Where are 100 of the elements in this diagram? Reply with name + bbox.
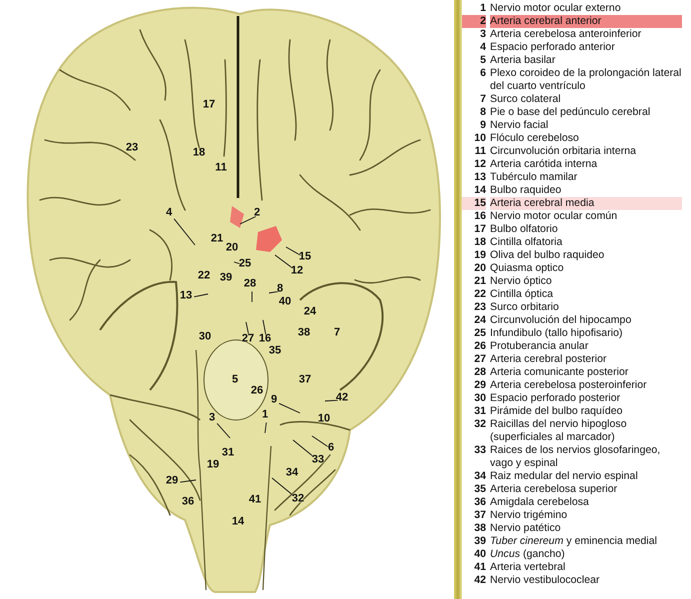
callout-number: 7 [334,328,340,338]
legend-text: Circunvolución del hipocampo [490,314,632,327]
legend-text: Arteria vertebral [490,561,566,574]
callout-number: 15 [298,252,312,262]
callout-number: 18 [192,148,206,158]
callout-number: 8 [276,284,284,294]
legend-number: 28 [473,366,486,379]
legend-number: 34 [473,470,486,483]
leader-line [240,216,256,224]
legend-number: 40 [473,548,486,561]
legend-text: Tubérculo mamilar [490,171,578,184]
legend-number: 12 [473,158,486,171]
legend-number: 27 [473,353,486,366]
legend-text: Amigdala cerebelosa [490,496,590,509]
legend-number: 11 [474,145,486,158]
callout-number: 30 [198,332,212,342]
legend-number: 13 [473,171,486,184]
legend-number: 1 [479,2,486,15]
legend-text: Quiasma optico [490,262,565,275]
legend-text: Flóculo cerebeloso [490,132,580,145]
legend-number: 42 [473,574,486,587]
legend-number: 39 [473,535,486,548]
legend-number: 35 [473,483,486,496]
callout-number: 1 [262,410,268,420]
legend-number: 29 [473,379,486,392]
legend-text: Circunvolución orbitaria interna [490,145,638,158]
callout-number: 25 [238,258,252,270]
legend-text: Protuberancia anular [490,340,590,353]
legend-text: Arteria comunicante posterior [490,366,630,379]
callout-number: 2 [254,208,260,218]
legend-text: Arteria cerebelosa posteroinferior [490,379,648,392]
legend-number: 2 [462,15,486,28]
callout-number: 6 [328,442,334,454]
legend-number: 33 [473,444,486,458]
legend-number: 17 [473,223,486,236]
callout-number: 42 [336,392,348,404]
callout-number: 23 [126,142,138,154]
callout-number: 34 [286,468,298,478]
callout-number: 36 [182,496,194,508]
legend-text: Nervio facial [490,119,550,132]
callout-number: 24 [304,306,316,318]
legend-number: 21 [473,275,486,288]
legend-text: Bulbo raquideo [490,184,562,197]
leader-line [264,422,267,434]
legend-text: Espacio perforado posterior [490,392,622,405]
callout-number: 9 [270,394,278,406]
callout-number: 12 [290,266,304,276]
callout-number: 14 [232,516,244,528]
callout-number: 37 [298,374,312,386]
callout-number: 20 [226,242,238,254]
legend-text: Nervio trigémino [490,509,568,522]
legend-text: Raicillas del nervio hipogloso (superficiales al marcador) [490,418,628,444]
leader-line [194,294,208,298]
legend-text: Cintilla olfatoria [490,236,564,249]
legend-number: 18 [473,236,486,249]
callout-number: 27 [242,334,254,344]
legend-text: Bulbo olfatorio [490,223,559,236]
legend-text: Infundibulo (tallo hipofisario) [490,327,624,340]
legend-number: 30 [473,392,486,405]
legend-text: Uncus (gancho) [490,548,566,561]
callout-number: 38 [298,328,310,338]
callout-number: 17 [202,100,216,110]
legend-text: Nervio motor ocular común [490,210,618,223]
legend-number: 24 [473,314,486,327]
legend-text: Espacio perforado anterior [490,41,616,54]
legend-text: Surco colateral [490,93,562,106]
legend-text: Arteria cerebral anterior [490,15,682,28]
legend-text: Tuber cinereum y eminencia medial [490,535,658,548]
callout-number: 39 [220,272,232,284]
legend-text: Surco orbitario [490,301,560,314]
legend-number: 31 [473,405,486,418]
legend-number: 41 [473,561,486,574]
callout-number: 41 [248,494,262,506]
legend-text: Nervio motor ocular externo [490,2,622,15]
callout-number: 40 [278,296,292,308]
legend-text: Pirámide del bulbo raquídeo [490,405,624,418]
callout-number: 32 [292,494,304,504]
legend-number: 5 [479,54,486,67]
legend-number: 15 [462,197,486,210]
legend-text: Arteria basilar [490,54,556,67]
legend-text: Raiz medular del nervio espinal [490,470,639,483]
legend-text: Arteria cerebral media [490,197,682,210]
leader-line [278,402,300,414]
callout-number: 10 [318,414,330,424]
legend-number: 4 [479,41,486,54]
legend-number: 25 [473,327,486,340]
callout-number: 21 [210,234,224,244]
leader-line [216,423,230,438]
legend-number: 6 [479,67,486,81]
legend-text: Arteria cerebelosa superior [490,483,618,496]
legend-text: Arteria cerebelosa anteroinferior [490,28,642,41]
legend-text: Nervio vestibulococlear [490,574,601,587]
callout-number: 29 [166,476,178,486]
legend-text: Raices de los nervios glosofaringeo, vago y espinal [490,444,662,470]
legend-number: 8 [479,106,486,119]
legend-number: 14 [473,184,486,197]
legend-number: 7 [479,93,486,106]
legend-text: Nervio óptico [490,275,553,288]
legend-text: Arteria cerebral posterior [490,353,608,366]
callout-number: 33 [312,454,324,466]
